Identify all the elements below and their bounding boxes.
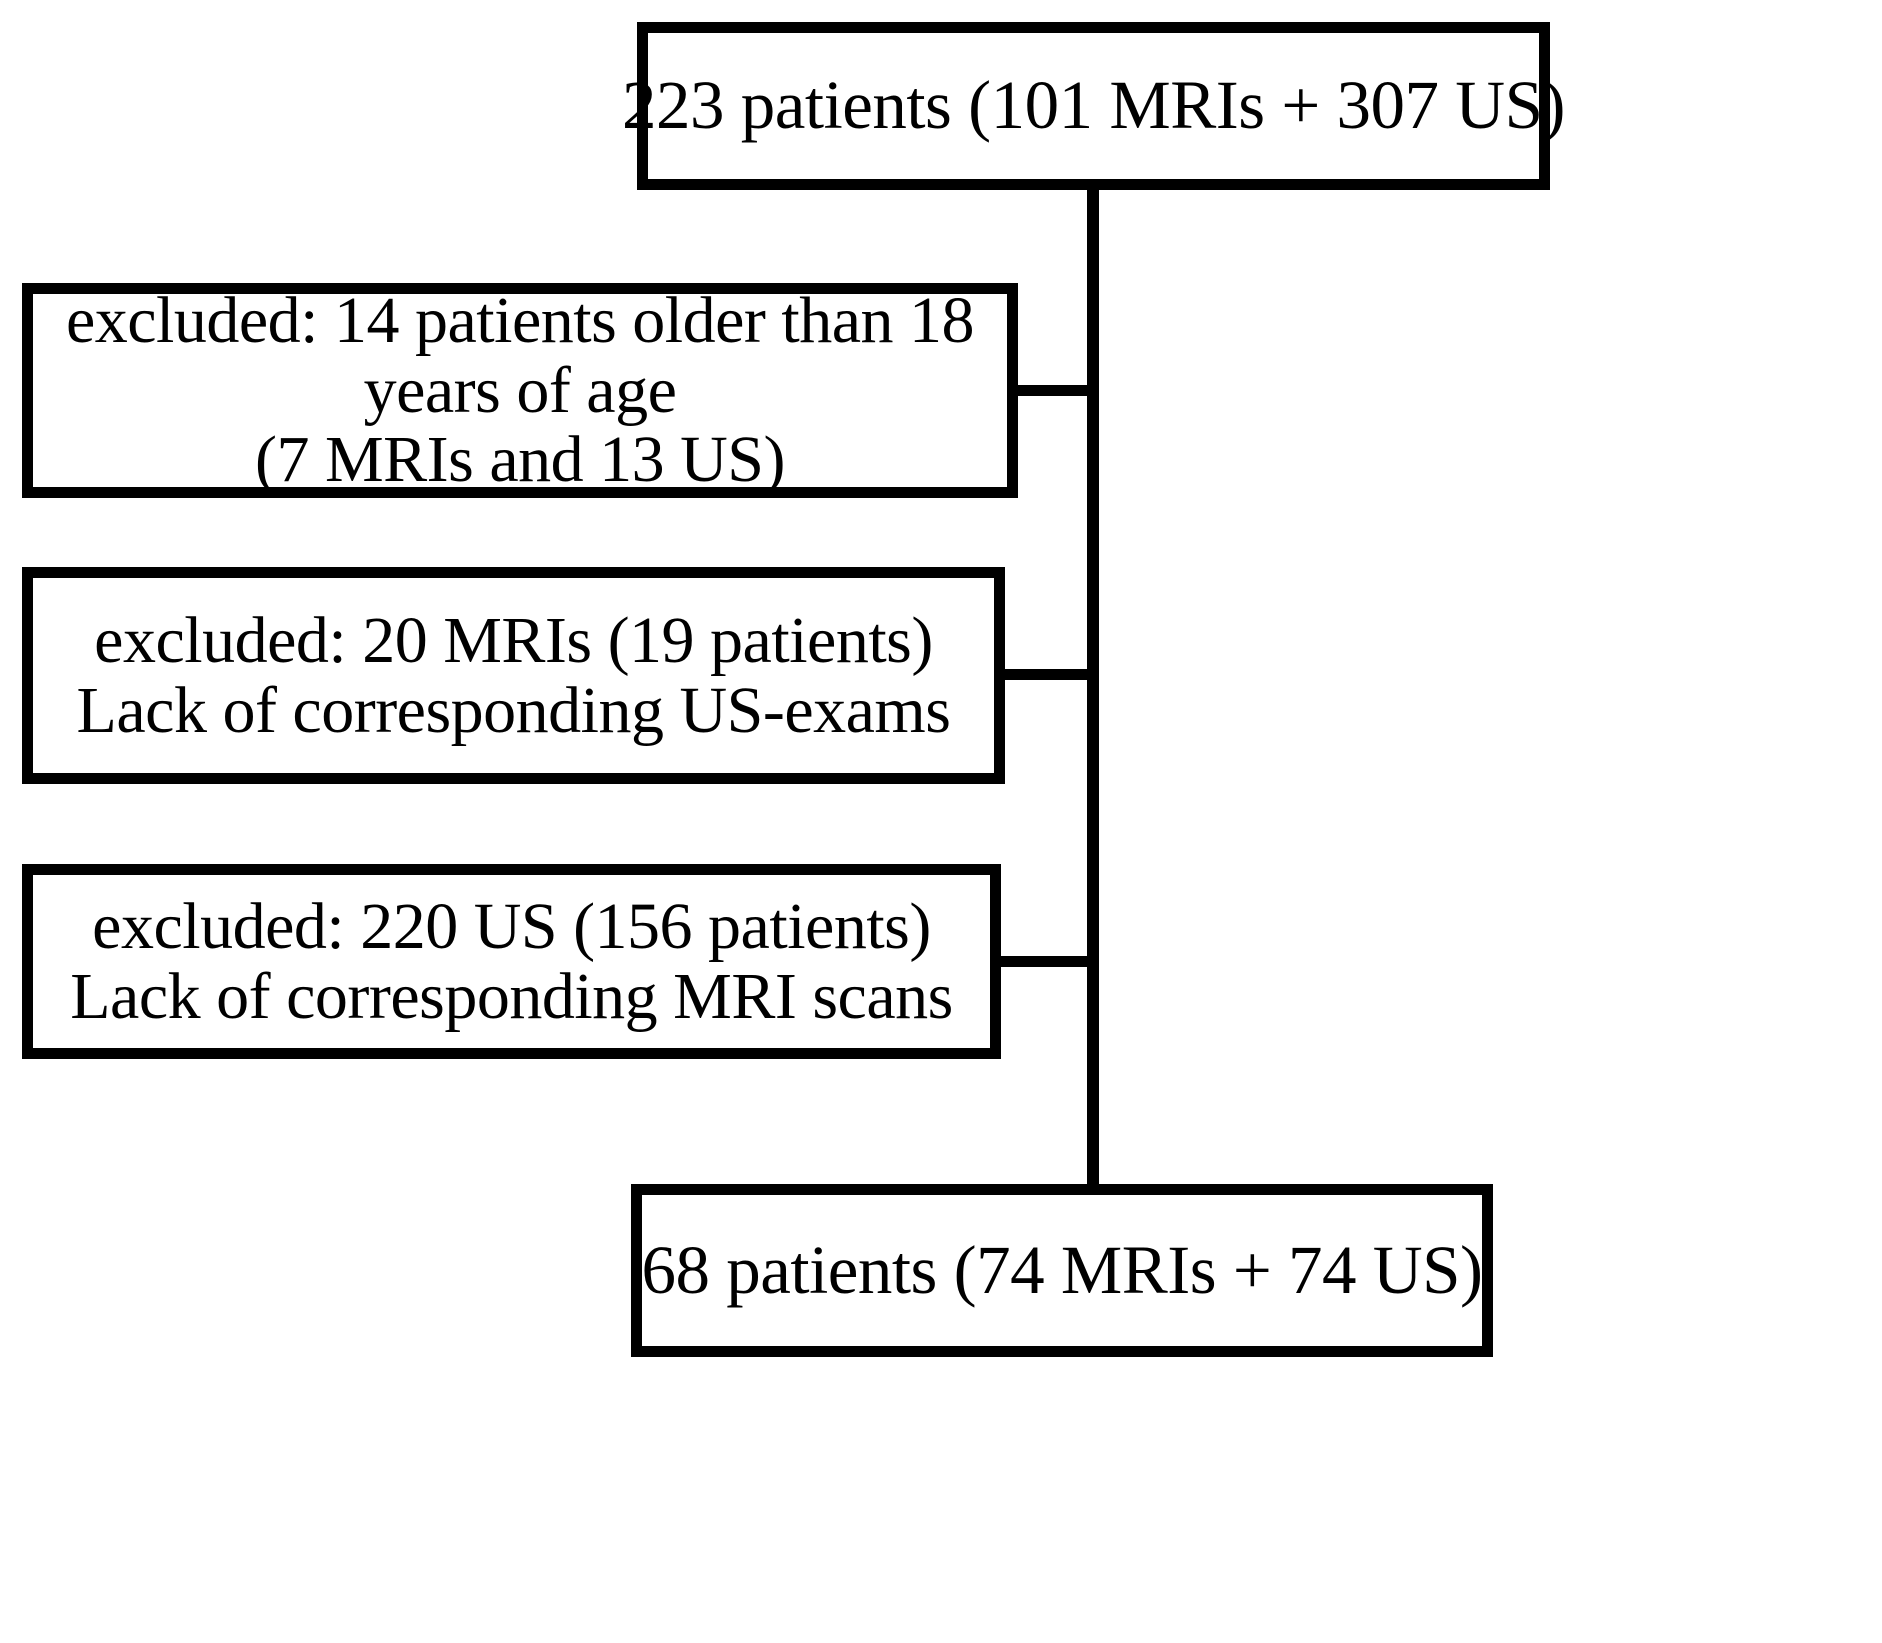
- connector-stub-excluded-no-mri: [993, 956, 1093, 967]
- node-excluded-no-mri-line-1: excluded: 220 US (156 patients): [92, 889, 931, 963]
- node-excluded-age-line-2: years of age: [363, 353, 677, 427]
- node-excluded-no-mri: excluded: 220 US (156 patients) Lack of …: [22, 864, 1001, 1059]
- node-excluded-no-mri-line-2: Lack of corresponding MRI scans: [70, 959, 953, 1033]
- connector-stub-excluded-age: [1009, 385, 1093, 396]
- node-final-cohort: 68 patients (74 MRIs + 74 US): [631, 1184, 1493, 1357]
- node-excluded-no-us-line-1: excluded: 20 MRIs (19 patients): [94, 603, 933, 677]
- node-excluded-age-line-3: (7 MRIs and 13 US): [255, 423, 786, 497]
- node-final-cohort-line-1: 68 patients (74 MRIs + 74 US): [641, 1231, 1483, 1308]
- node-excluded-no-us: excluded: 20 MRIs (19 patients) Lack of …: [22, 567, 1005, 784]
- node-excluded-no-us-line-2: Lack of corresponding US-exams: [76, 673, 951, 747]
- node-excluded-age-line-1: excluded: 14 patients older than 18: [65, 283, 975, 357]
- node-excluded-age: excluded: 14 patients older than 18 year…: [22, 283, 1018, 498]
- node-enrolled-cohort-line-1: 223 patients (101 MRIs + 307 US): [622, 67, 1565, 144]
- connector-main-trunk: [1087, 188, 1099, 1188]
- connector-stub-excluded-no-us: [997, 669, 1093, 680]
- node-enrolled-cohort: 223 patients (101 MRIs + 307 US): [622, 22, 1565, 190]
